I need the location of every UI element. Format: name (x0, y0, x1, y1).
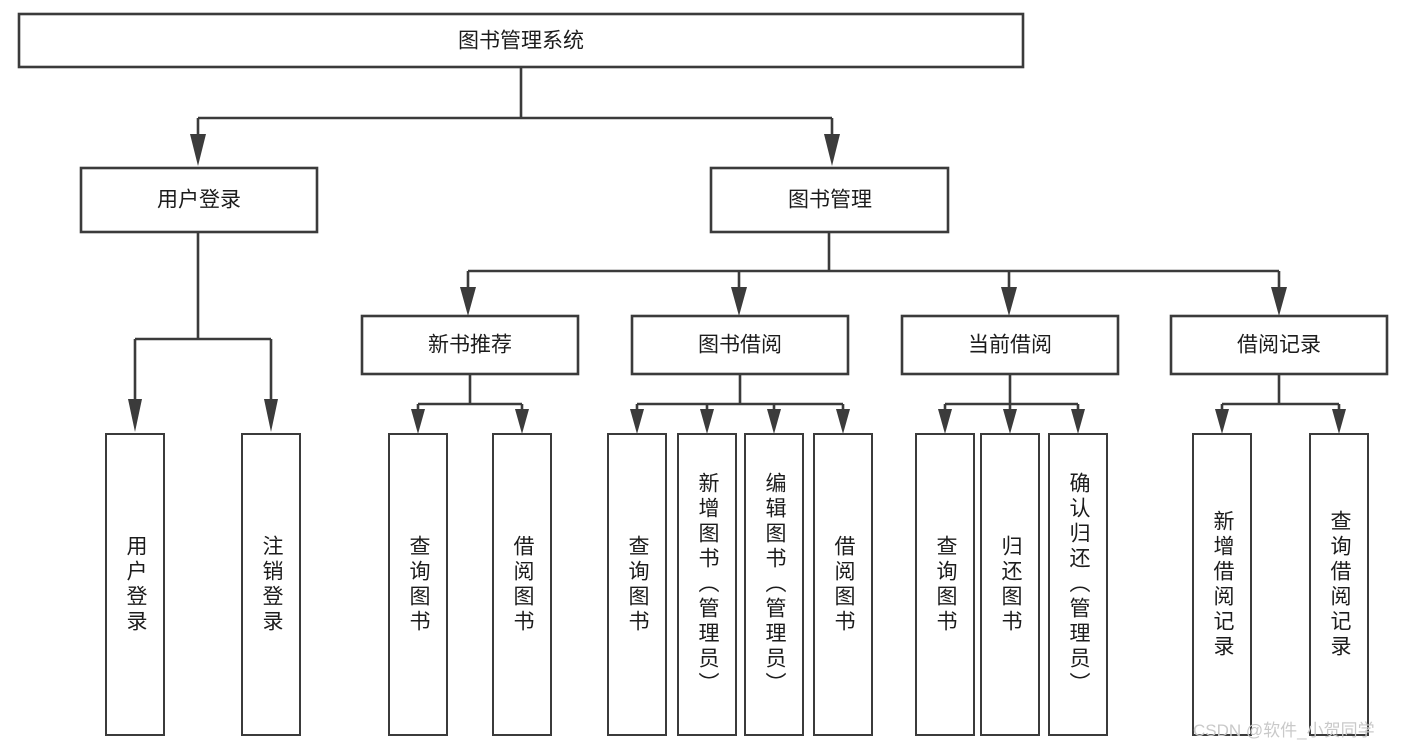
node-new-book-recommend-rect[interactable] (360, 314, 580, 376)
arrow-head-leaf-confirm-return (1071, 409, 1085, 434)
leaf-node-borrow-book-2[interactable]: 借阅图书 (813, 433, 873, 736)
arrow-head-borrow-record (1271, 287, 1287, 316)
node-current-borrow[interactable]: 当前借阅 (900, 314, 1120, 376)
node-root-rect[interactable] (17, 12, 1025, 69)
leaf-node-borrow-book-2-label: 借阅图书 (832, 534, 856, 635)
node-borrow-record[interactable]: 借阅记录 (1169, 314, 1389, 376)
leaf-node-query-book-3[interactable]: 查询图书 (915, 433, 975, 736)
node-user-login[interactable]: 用户登录 (79, 166, 319, 234)
leaf-node-query-book-2-label: 查询图书 (626, 534, 650, 635)
arrow-head-leaf-borrow-book-1 (515, 409, 529, 434)
arrow-head-leaf-return-book (1003, 409, 1017, 434)
node-book-manage-label: 图书管理 (788, 189, 872, 212)
leaf-node-add-book[interactable]: 新增图书（管理员） (677, 433, 737, 736)
edges-user-login-to-leaves (128, 232, 278, 432)
leaf-node-logout[interactable]: 注销登录 (241, 433, 301, 736)
arrow-head-book-manage (824, 134, 840, 166)
arrow-head-leaf-add-book (700, 409, 714, 434)
edges-current-borrow-to-leaves (938, 374, 1085, 434)
edges-new-book-to-leaves (411, 374, 529, 434)
arrow-head-leaf-user-login (128, 399, 142, 432)
edges-borrow-record-to-leaves (1215, 374, 1346, 434)
leaf-node-query-record-label: 查询借阅记录 (1328, 509, 1352, 660)
arrow-head-leaf-query-record (1332, 409, 1346, 434)
arrow-head-leaf-query-book-2 (630, 409, 644, 434)
leaf-node-query-record[interactable]: 查询借阅记录 (1309, 433, 1369, 736)
leaf-node-borrow-book-1[interactable]: 借阅图书 (492, 433, 552, 736)
leaf-node-query-book-3-label: 查询图书 (934, 534, 958, 635)
arrow-head-leaf-borrow-book-2 (836, 409, 850, 434)
leaf-node-user-login-label: 用户登录 (124, 534, 148, 635)
node-book-borrow-rect[interactable] (630, 314, 850, 376)
leaf-node-return-book-label: 归还图书 (999, 534, 1023, 635)
node-book-borrow[interactable]: 图书借阅 (630, 314, 850, 376)
node-borrow-record-rect[interactable] (1169, 314, 1389, 376)
leaf-node-borrow-book-1-label: 借阅图书 (511, 534, 535, 635)
leaf-node-query-book-2[interactable]: 查询图书 (607, 433, 667, 736)
arrow-head-leaf-logout (264, 399, 278, 432)
node-book-manage[interactable]: 图书管理 (709, 166, 950, 234)
node-new-book-recommend-label: 新书推荐 (428, 334, 512, 357)
node-current-borrow-label: 当前借阅 (968, 334, 1052, 357)
leaf-node-edit-book[interactable]: 编辑图书（管理员） (744, 433, 804, 736)
node-new-book-recommend[interactable]: 新书推荐 (360, 314, 580, 376)
edges-root-to-level2 (190, 67, 840, 166)
edges-book-manage-to-level3 (460, 232, 1287, 316)
leaf-node-edit-book-label: 编辑图书（管理员） (763, 472, 787, 697)
node-root[interactable]: 图书管理系统 (17, 12, 1025, 69)
node-current-borrow-rect[interactable] (900, 314, 1120, 376)
leaf-node-add-book-label: 新增图书（管理员） (696, 472, 720, 697)
leaf-node-confirm-return[interactable]: 确认归还（管理员） (1048, 433, 1108, 736)
arrow-head-current-borrow (1001, 287, 1017, 316)
node-book-borrow-label: 图书借阅 (698, 334, 782, 357)
arrow-head-book-borrow (731, 287, 747, 316)
leaf-node-add-record[interactable]: 新增借阅记录 (1192, 433, 1252, 736)
arrow-head-leaf-add-record (1215, 409, 1229, 434)
edges-book-borrow-to-leaves (630, 374, 850, 434)
leaf-node-user-login[interactable]: 用户登录 (105, 433, 165, 736)
node-root-label: 图书管理系统 (458, 30, 584, 53)
node-user-login-rect[interactable] (79, 166, 319, 234)
arrow-head-leaf-query-book-1 (411, 409, 425, 434)
arrow-head-new-book-recommend (460, 287, 476, 316)
arrow-head-leaf-query-book-3 (938, 409, 952, 434)
node-user-login-label: 用户登录 (157, 189, 241, 212)
node-book-manage-rect[interactable] (709, 166, 950, 234)
leaf-node-confirm-return-label: 确认归还（管理员） (1067, 472, 1091, 697)
leaf-node-query-book-1[interactable]: 查询图书 (388, 433, 448, 736)
leaf-node-query-book-1-label: 查询图书 (407, 534, 431, 635)
node-borrow-record-label: 借阅记录 (1237, 334, 1321, 357)
leaf-node-add-record-label: 新增借阅记录 (1211, 509, 1235, 660)
arrow-head-user-login (190, 134, 206, 166)
leaf-node-logout-label: 注销登录 (260, 534, 284, 635)
leaf-node-return-book[interactable]: 归还图书 (980, 433, 1040, 736)
arrow-head-leaf-edit-book (767, 409, 781, 434)
